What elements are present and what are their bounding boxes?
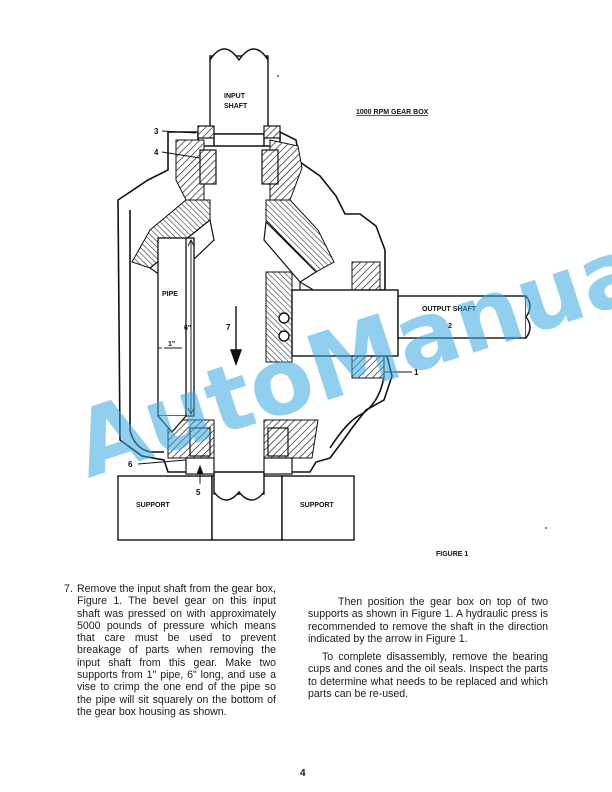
right-paragraph-2: To complete disassembly, remove the bear…	[308, 651, 548, 701]
figure-title: 1000 RPM GEAR BOX	[356, 109, 429, 116]
support-left-label: SUPPORT	[136, 502, 171, 509]
right-paragraph-1: Then position the gear box on top of two…	[308, 596, 548, 645]
top-bearing	[197, 125, 281, 185]
support-right-block	[281, 475, 355, 541]
output-shaft-label-line1: OUTPUT SHAFT	[422, 306, 477, 313]
callout-3: 3	[154, 127, 159, 136]
callout-4: 4	[154, 148, 159, 157]
gear-box-figure: INPUT SHAFT 1000 RPM GEAR BOX OUTPUT SHA…	[62, 48, 612, 558]
one-inch-label: 1"	[168, 341, 175, 348]
callout-6: 6	[128, 460, 133, 469]
support-left-block	[117, 475, 213, 541]
page-number: 4	[300, 768, 306, 779]
callout-5: 5	[196, 488, 201, 497]
input-shaft-label-line2: SHAFT	[224, 103, 248, 110]
step-7-text: Remove the input shaft from the gear box…	[77, 583, 276, 718]
pipe	[157, 237, 195, 433]
output-shaft-label-line2: 2	[448, 323, 452, 330]
seven-label: 7	[226, 323, 231, 332]
arrow-7	[230, 306, 242, 367]
callout-leaders	[137, 130, 412, 484]
output-shaft	[278, 289, 531, 357]
figure-caption: FIGURE 1	[436, 551, 468, 558]
callout-1: 1	[414, 368, 419, 377]
right-column: Then position the gear box on top of two…	[308, 596, 548, 706]
input-shaft-label-line1: INPUT	[224, 93, 246, 100]
step-number: 7.	[64, 583, 73, 595]
centerline-marks	[277, 75, 547, 529]
six-inch-label: 6"	[184, 325, 191, 332]
step-7-column: 7. Remove the input shaft from the gear …	[64, 583, 276, 718]
pipe-label: PIPE	[162, 291, 178, 298]
support-right-label: SUPPORT	[300, 502, 335, 509]
dimension-6in	[187, 238, 195, 416]
